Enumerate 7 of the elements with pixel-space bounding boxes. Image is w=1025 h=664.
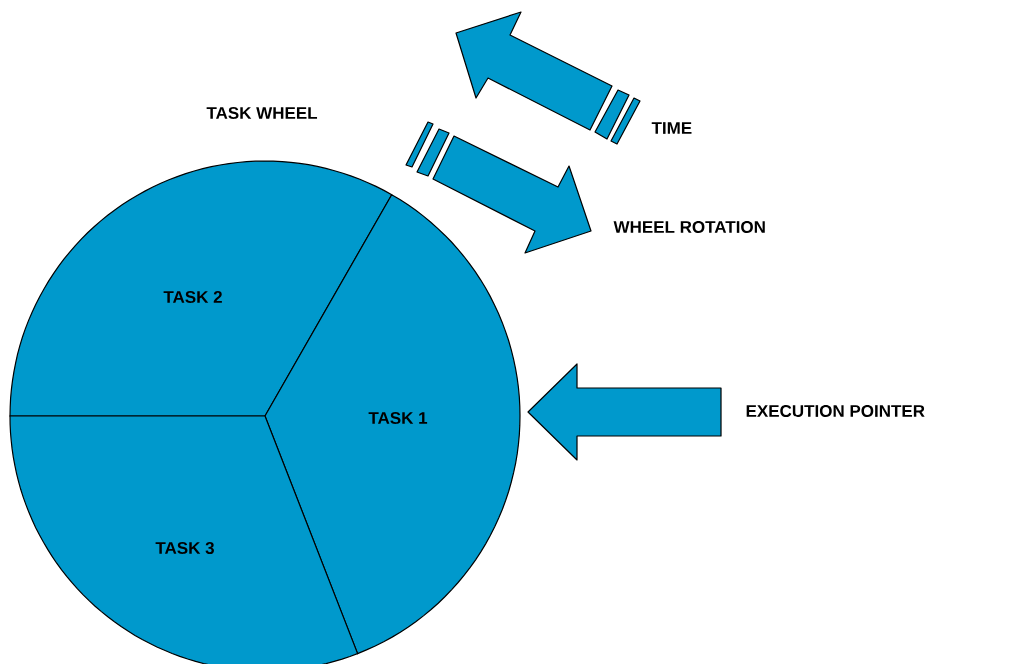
pointer-arrow xyxy=(527,363,722,461)
label: EXECUTION POINTER xyxy=(746,405,925,418)
node-label: TASK 3 xyxy=(155,541,214,555)
wheel-sector: TASK 3 xyxy=(9,415,359,664)
label: WHEEL ROTATION xyxy=(613,221,765,234)
title: TASK WHEEL xyxy=(206,107,318,120)
label: TIME xyxy=(651,122,692,134)
